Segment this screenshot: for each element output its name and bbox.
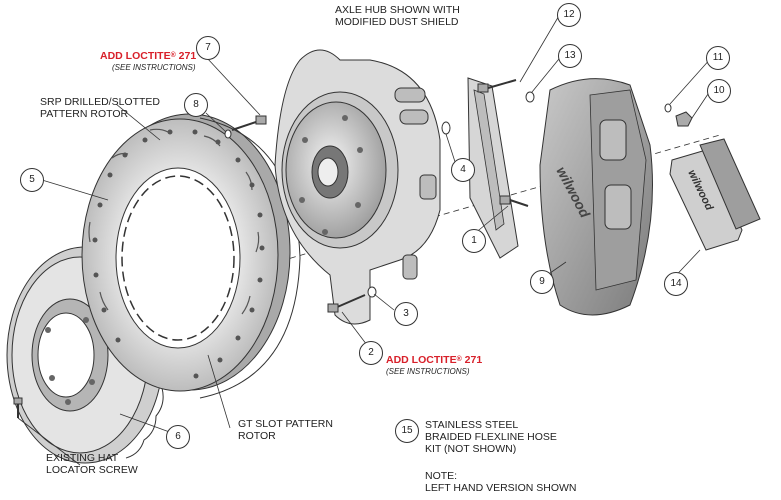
note-label: NOTE: LEFT HAND VERSION SHOWN: [425, 470, 577, 494]
rotor: [81, 113, 301, 399]
loctite-top-sub: (SEE INSTRUCTIONS): [112, 63, 196, 72]
loctite-bottom-reg: ®: [456, 356, 462, 363]
mounting-bolts: [13, 79, 535, 418]
callout-4: 4: [451, 158, 475, 182]
callout-8: 8: [184, 93, 208, 117]
callout-2: 2: [359, 341, 383, 365]
callout-1: 1: [462, 229, 486, 253]
callout-5: 5: [20, 168, 44, 192]
loctite-top: ADD LOCTITE® 271 (SEE INSTRUCTIONS): [100, 38, 196, 86]
loctite-bottom-sub: (SEE INSTRUCTIONS): [386, 367, 470, 376]
callout-14: 14: [664, 272, 688, 296]
loctite-top-num: 271: [175, 50, 197, 62]
caliper-nut: [664, 103, 693, 127]
flexline-label: STAINLESS STEEL BRAIDED FLEXLINE HOSE KI…: [425, 419, 557, 455]
srp-rotor-label: SRP DRILLED/SLOTTED PATTERN ROTOR: [40, 96, 161, 120]
callout-10: 10: [707, 79, 731, 103]
axle-hub: [274, 49, 441, 325]
callout-9: 9: [530, 270, 554, 294]
axle-hub-label: AXLE HUB SHOWN WITH MODIFIED DUST SHIELD: [335, 4, 460, 28]
callout-6: 6: [166, 425, 190, 449]
loctite-top-reg: ®: [170, 52, 176, 59]
loctite-bottom-text: ADD LOCTITE: [386, 354, 457, 366]
hat-screw-label: EXISTING HAT LOCATOR SCREW: [46, 452, 138, 476]
callout-15: 15: [395, 419, 419, 443]
brake-pads: wilwood: [669, 138, 761, 251]
callout-3: 3: [394, 302, 418, 326]
callout-11: 11: [706, 46, 730, 70]
gt-slot-rotor-label: GT SLOT PATTERN ROTOR: [238, 418, 333, 442]
callout-7: 7: [196, 36, 220, 60]
callout-13: 13: [558, 44, 582, 68]
callout-12: 12: [557, 3, 581, 27]
loctite-bottom-num: 271: [461, 354, 483, 366]
loctite-bottom: ADD LOCTITE® 271 (SEE INSTRUCTIONS): [386, 342, 482, 390]
loctite-top-text: ADD LOCTITE: [100, 50, 171, 62]
caliper: wilwood: [539, 78, 653, 316]
